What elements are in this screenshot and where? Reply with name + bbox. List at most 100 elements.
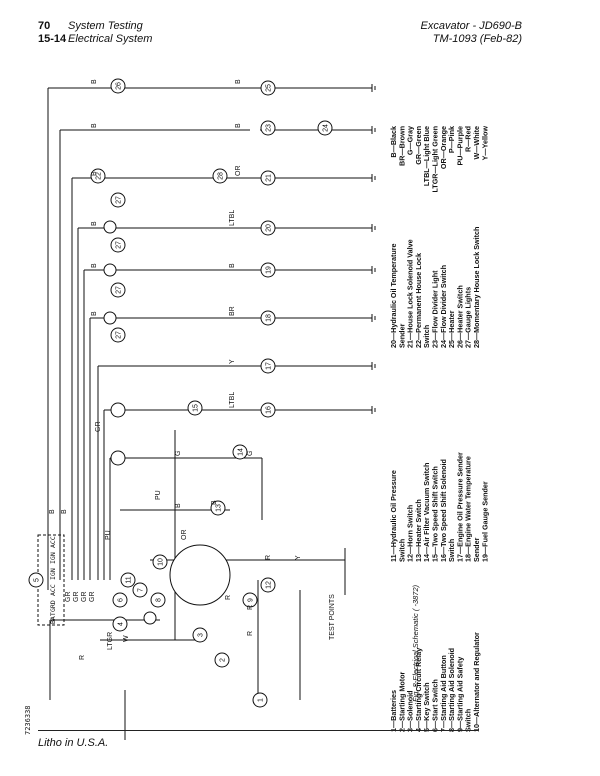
component-callout: 17: [260, 358, 276, 374]
component-callout: 10: [152, 554, 168, 570]
callout-circle: [212, 168, 228, 184]
component-callout: 12: [260, 577, 276, 593]
legend-entry: 20—Hydraulic Oil Temperature: [389, 243, 398, 348]
wiring: [47, 87, 372, 740]
wire-label: B: [235, 79, 242, 84]
legend-entry: 8—Starting Aid Solenoid: [447, 648, 456, 732]
legend-entry: Sender: [397, 323, 406, 348]
callout-number: 28: [218, 172, 225, 180]
component-callout: 20: [260, 220, 276, 236]
wire-label: R: [225, 595, 232, 600]
legend-entry: 19—Fuel Gauge Sender: [480, 481, 489, 562]
component-callout: 16: [260, 402, 276, 418]
wire-label: GR: [65, 592, 72, 603]
wire-label: B: [91, 123, 98, 128]
callout-circle: [132, 582, 148, 598]
component-callout: 15: [187, 400, 203, 416]
legend-entry: 23—Flow Divider Light: [431, 270, 440, 348]
legend-entry: Switch: [447, 539, 456, 562]
wire-label: B: [49, 509, 56, 514]
wire-label: LTGR: [107, 632, 114, 650]
wire-label: PU: [155, 490, 162, 500]
color-legend-entry: Y—Yellow: [480, 126, 489, 161]
legend-entry: 24—Flow Divider Switch: [439, 265, 448, 348]
legend-entry: 5—Key Switch: [422, 682, 431, 732]
legend-entry: 18—Engine Water Temperature: [464, 456, 473, 562]
manual-number: TM-1093 (Feb-82): [432, 33, 522, 45]
terminal-label: BAT: [49, 612, 57, 624]
callout-number: 2: [220, 658, 227, 662]
legend-entry: 26—Heater Switch: [455, 285, 464, 348]
key-switch-terminals: ACC IGN IGN ACC GRD BAT: [49, 536, 57, 624]
callout-circle: [317, 120, 333, 136]
callout-circle: [252, 692, 268, 708]
legend-entry: Sender: [472, 537, 481, 562]
callout-circle: [242, 592, 258, 608]
legend-entry: 13—Heater Switch: [414, 499, 423, 562]
gauge-light-symbols: [103, 220, 231, 625]
color-legend-entry: W—White: [472, 126, 481, 160]
legend-entry: 12—Horn Switch: [406, 505, 415, 562]
legend-entry: 9—Starting Aid Safety: [455, 657, 464, 732]
wire-label: R: [247, 631, 254, 636]
callout-number: 12: [266, 581, 273, 589]
wire-label: R: [247, 605, 254, 610]
wire-label: B: [91, 79, 98, 84]
color-legend-entry: B—Black: [389, 126, 398, 158]
wire-label: Y: [229, 359, 236, 364]
terminal-label: GRD: [49, 600, 57, 612]
component-callout: 9: [242, 592, 258, 608]
callout-number: 26: [116, 82, 123, 90]
wire-label: B: [91, 171, 98, 176]
callout-circle: [187, 400, 203, 416]
callout-circle: [110, 237, 126, 253]
callout-number: 15: [193, 404, 200, 412]
wire-label: B: [91, 263, 98, 268]
component-callout: 22: [90, 168, 106, 184]
wire-label: OR: [235, 166, 242, 177]
color-legend-entry: P—Pink: [447, 126, 456, 153]
legend-entry: 22—Permanent House Lock: [414, 253, 423, 348]
legend-entry: 4—Starting Circuit Relay: [414, 648, 423, 732]
component-callout: 26: [110, 78, 126, 94]
wire-label: BR: [229, 306, 236, 316]
legend-entry: 15—Two Speed Shift Switch: [431, 466, 440, 562]
callout-number: 17: [266, 362, 273, 370]
component-callout: 3: [192, 627, 208, 643]
callout-circle: [260, 358, 276, 374]
wire-label: B: [91, 311, 98, 316]
callout-circle: [260, 310, 276, 326]
footer-rule: [38, 730, 478, 731]
callout-circle: [260, 577, 276, 593]
callout-number: 14: [238, 448, 245, 456]
wire-label: PU: [105, 530, 112, 540]
callout-number: 20: [266, 224, 273, 232]
legend-entry: Switch: [397, 539, 406, 562]
component-callout: 1: [252, 692, 268, 708]
callout-number: 19: [266, 266, 273, 274]
wire-label: B: [229, 263, 236, 268]
machine-model: Excavator - JD690-B: [420, 20, 522, 32]
color-legend-entry: GR—Green: [414, 126, 423, 165]
component-callout: 14: [232, 444, 248, 460]
callout-circle: [192, 627, 208, 643]
callout-circle: [260, 262, 276, 278]
legend-entry: 17—Engine Oil Pressure Sender: [455, 452, 464, 562]
wire-label: GR: [95, 422, 102, 433]
component-callout: 13: [210, 500, 226, 516]
callout-circle: [112, 616, 128, 632]
callout-number: 1: [258, 698, 265, 702]
legend-entry: 3—Solenoid: [406, 690, 415, 732]
wire-label: R: [79, 655, 86, 660]
legend-entry: 16—Two Speed Shift Solenoid: [439, 459, 448, 562]
test-points-label: TEST POINTS: [329, 594, 336, 640]
section-number: 15-14: [38, 33, 67, 45]
callout-circle: [120, 572, 136, 588]
callout-number: 9: [248, 598, 255, 602]
legend-entry: 28—Momentary House Lock Switch: [472, 227, 481, 348]
color-legend-entry: OR—Orange: [439, 126, 448, 169]
color-legend-entry: R—Red: [464, 126, 473, 152]
component-callout: 6: [112, 592, 128, 608]
wire-label: LTBL: [229, 210, 236, 226]
callout-number: 27: [116, 196, 123, 204]
